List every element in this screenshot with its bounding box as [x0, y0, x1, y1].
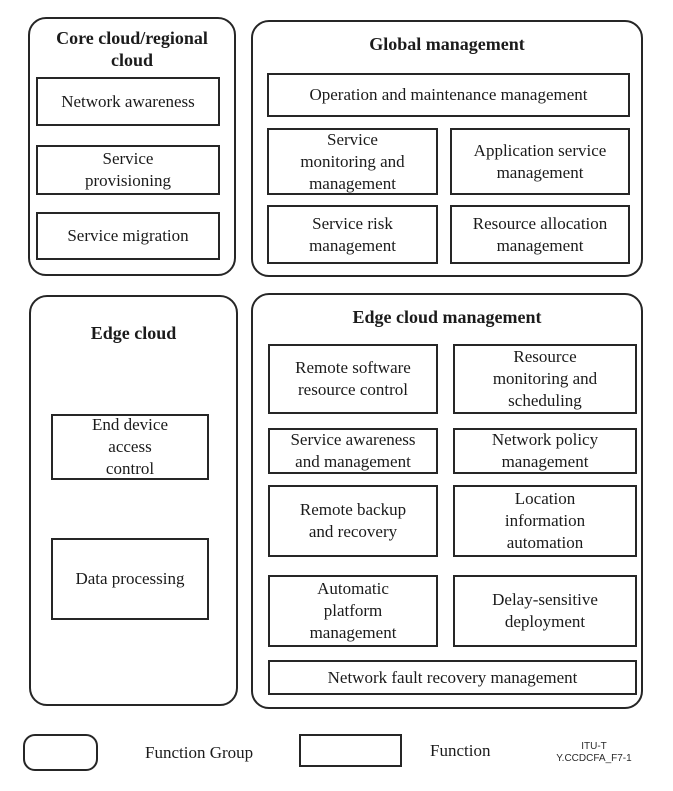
function-box-service-provisioning: Service provisioning — [36, 145, 220, 195]
legend-function-label: Function — [430, 740, 491, 760]
function-box-remote-backup-and-recovery: Remote backup and recovery — [268, 485, 438, 557]
figure-id-caption: ITU-T Y.CCDCFA_F7-1 — [556, 741, 632, 764]
legend-function-group-label: Function Group — [145, 742, 254, 762]
function-group-global-management: Global management Operation and maintena… — [251, 20, 643, 277]
function-box-network-policy-management: Network policy management — [453, 428, 637, 474]
function-box-data-processing: Data processing — [51, 538, 209, 620]
function-group-core-cloud: Core cloud/regional cloud Network awaren… — [28, 17, 236, 276]
function-box-resource-monitoring-and-scheduling: Resource monitoring and scheduling — [453, 344, 637, 414]
function-box-end-device-access-control: End device access control — [51, 414, 209, 480]
function-box-delay-sensitive-deployment: Delay-sensitive deployment — [453, 575, 637, 647]
function-box-service-awareness-and-management: Service awareness and management — [268, 428, 438, 474]
function-box-service-monitoring-and-management: Service monitoring and management — [267, 128, 438, 195]
function-box-service-risk-management: Service risk management — [267, 205, 438, 264]
group-title-core-cloud: Core cloud/regional cloud — [56, 28, 208, 70]
function-box-operation-and-maintenance-management: Operation and maintenance management — [267, 73, 630, 117]
group-title-edge-cloud-management: Edge cloud management — [352, 307, 542, 327]
function-box-remote-software-resource-control: Remote software resource control — [268, 344, 438, 414]
function-group-edge-cloud-management: Edge cloud management Remote software re… — [251, 293, 643, 709]
function-box-service-migration: Service migration — [36, 212, 220, 260]
function-group-edge-cloud: Edge cloud End device access control Dat… — [29, 295, 238, 706]
legend-function-group-shape — [23, 734, 98, 771]
legend-function-shape — [299, 734, 402, 767]
function-box-network-awareness: Network awareness — [36, 77, 220, 126]
function-box-automatic-platform-management: Automatic platform management — [268, 575, 438, 647]
group-title-edge-cloud: Edge cloud — [90, 323, 177, 343]
function-box-resource-allocation-management: Resource allocation management — [450, 205, 630, 264]
function-box-network-fault-recovery-management: Network fault recovery management — [268, 660, 637, 695]
group-title-global-management: Global management — [369, 34, 525, 54]
function-box-location-information-automation: Location information automation — [453, 485, 637, 557]
function-box-application-service-management: Application service management — [450, 128, 630, 195]
